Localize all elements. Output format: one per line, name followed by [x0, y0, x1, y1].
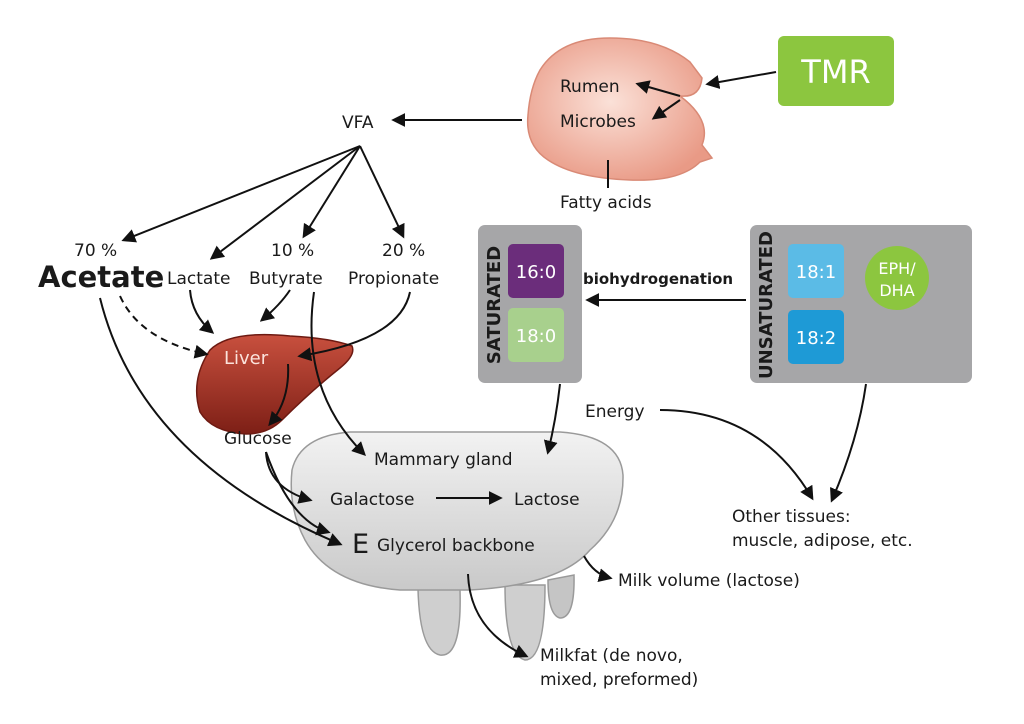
arrow-vfa-to-butyrate — [302, 145, 361, 239]
vfa-label: VFA — [342, 113, 374, 133]
e-letter: E — [352, 529, 369, 560]
arrow-unsaturated-to-tissues — [830, 383, 867, 503]
fa-18-1-box — [788, 244, 844, 298]
unsaturated-panel — [750, 225, 972, 383]
arrow-glucose-to-glycerol — [265, 451, 331, 536]
fa-18-0-box — [508, 308, 564, 362]
arrow-to-milkfat — [467, 573, 529, 658]
arrow-acetate-to-glycerol — [99, 297, 343, 547]
arrow-butyrate-to-mammary — [310, 291, 366, 456]
saturated-label: SATURATED — [484, 246, 505, 364]
arrow-lactate-to-liver — [189, 289, 215, 334]
lactate-label: Lactate — [167, 269, 230, 289]
glucose-label: Glucose — [224, 429, 292, 449]
other-tissues-label-line2: muscle, adipose, etc. — [732, 531, 913, 551]
udder-shape — [290, 431, 624, 661]
arrow-vfa-to-propionate — [359, 145, 405, 239]
eph-dha-label-line1: EPH/ — [878, 259, 916, 278]
arrow-vfa-to-acetate — [121, 145, 361, 243]
tmr-box — [778, 36, 894, 106]
arrow-to-microbes — [651, 99, 681, 120]
fa-18-2-box — [788, 310, 844, 364]
fa-16-0-box — [508, 244, 564, 298]
rumen-label: Rumen — [560, 77, 620, 97]
glycerol-backbone-label: Glycerol backbone — [377, 536, 535, 556]
liver-label: Liver — [224, 348, 269, 369]
milk-volume-label: Milk volume (lactose) — [618, 571, 800, 591]
fatty-acids-label: Fatty acids — [560, 193, 652, 213]
milkfat-label-line1: Milkfat (de novo, — [540, 646, 683, 666]
rumen-shape — [526, 37, 714, 181]
fa-18-1-label: 18:1 — [796, 262, 836, 283]
unsaturated-label: UNSATURATED — [756, 231, 777, 379]
arrow-saturated-to-mammary — [543, 383, 561, 455]
propionate-percent: 20 % — [382, 241, 425, 261]
acetate-label: Acetate — [38, 260, 164, 294]
other-tissues-label-line1: Other tissues: — [732, 507, 851, 527]
energy-label: Energy — [585, 402, 645, 422]
butyrate-percent: 10 % — [271, 241, 314, 261]
microbes-label: Microbes — [560, 112, 636, 132]
acetate-percent: 70 % — [74, 241, 117, 261]
fa-16-0-label: 16:0 — [516, 262, 556, 283]
galactose-label: Galactose — [330, 490, 414, 510]
arrow-tmr-to-rumen — [705, 71, 777, 89]
arrow-butyrate-to-liver — [259, 289, 291, 322]
arrow-vfa-to-lactate — [209, 145, 361, 260]
arrow-acetate-to-liver — [119, 295, 209, 359]
fa-18-0-label: 18:0 — [516, 326, 556, 347]
arrow-liver-to-glucose — [268, 363, 290, 427]
propionate-label: Propionate — [348, 269, 439, 289]
eph-dha-label-line2: DHA — [879, 281, 914, 300]
biohydrogenation-label: biohydrogenation — [583, 270, 733, 288]
arrow-to-rumen — [635, 80, 681, 97]
arrow-propionate-to-liver — [297, 291, 411, 362]
arrow-to-milk-volume — [583, 555, 613, 583]
butyrate-label: Butyrate — [249, 269, 323, 289]
flow-arrows — [99, 71, 867, 658]
arrow-energy-to-tissues — [659, 409, 814, 501]
mammary-gland-label: Mammary gland — [374, 450, 513, 470]
fa-18-2-label: 18:2 — [796, 328, 836, 349]
eph-dha-circle — [865, 246, 929, 310]
tmr-label: TMR — [800, 53, 870, 91]
milkfat-label-line2: mixed, preformed) — [540, 670, 698, 690]
lactose-label: Lactose — [514, 490, 580, 510]
